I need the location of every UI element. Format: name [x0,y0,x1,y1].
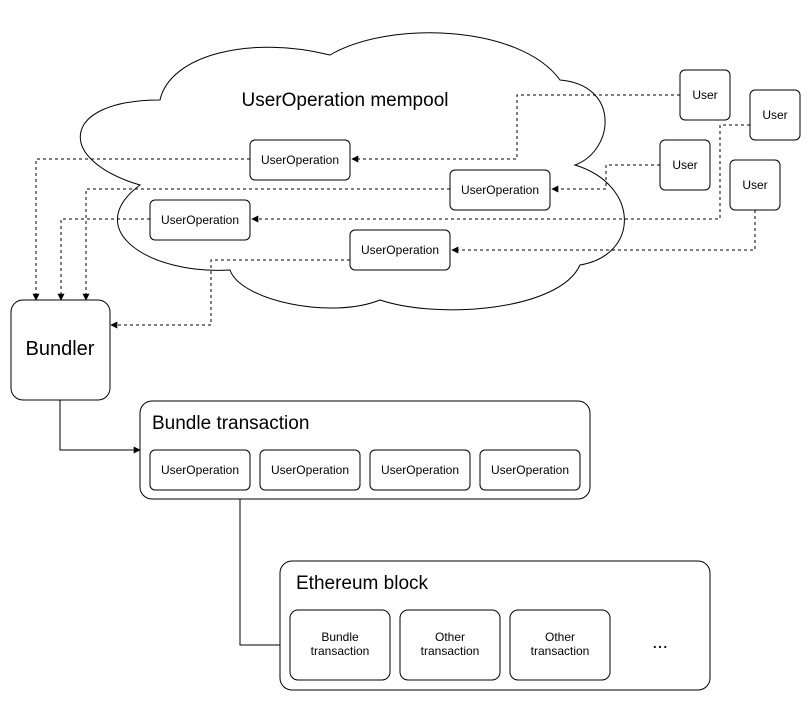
mempool-op-1: UserOperation [249,139,351,181]
user-4-label: User [742,178,767,192]
user-1-label: User [692,88,717,102]
user-submit-lines [251,94,756,254]
bundler-label: Bundler [26,338,95,360]
bundle-op-1-label: UserOperation [161,463,239,477]
block-item-3-line1: Other [545,630,575,644]
user-1-to-op-1-line [351,94,680,163]
user-3: User [659,139,711,191]
block-item-3-line2: transaction [531,644,590,658]
user-1: User [679,69,731,121]
bundle-op-3: UserOperation [369,449,471,491]
block-item-2-line1: Other [435,630,465,644]
mempool-op-2: UserOperation [449,169,551,211]
user-2-label: User [762,108,787,122]
bundler-to-bundle-line [59,400,141,454]
op-1-to-bundler-line [32,158,250,301]
bundle-to-block-line [239,499,291,649]
block-item-2-line2: transaction [421,644,480,658]
user-3-to-op-2-line [551,164,660,193]
user-4-to-op-4-line [451,210,756,254]
user-2-to-op-3-line [251,124,750,223]
mempool-op-4-label: UserOperation [361,243,439,257]
bundle-op-1: UserOperation [149,449,251,491]
bundle-op-2: UserOperation [259,449,361,491]
bundler-box: Bundler [10,299,111,401]
user-2: User [749,89,801,141]
bundle-transaction-title: Bundle transaction [152,413,309,434]
block-item-2: Other transaction [399,609,501,681]
bundler-collect-lines [32,158,450,329]
bundle-op-2-label: UserOperation [271,463,349,477]
block-item-1-line2: transaction [311,644,370,658]
bundle-op-4-label: UserOperation [491,463,569,477]
user-3-label: User [672,158,697,172]
op-2-to-bundler-line [82,188,450,301]
ethereum-block-box: Ethereum block Bundle transaction Other … [279,560,711,691]
bundle-op-3-label: UserOperation [381,463,459,477]
block-item-1-line1: Bundle [321,630,359,644]
block-item-1: Bundle transaction [289,609,391,681]
op-4-to-bundler-line [110,259,350,329]
mempool-op-2-label: UserOperation [461,183,539,197]
mempool-op-4: UserOperation [349,229,451,271]
mempool-op-3: UserOperation [149,199,251,241]
mempool-cloud: UserOperation mempool [80,32,625,311]
user-4: User [729,159,781,211]
ethereum-block-title: Ethereum block [296,573,429,594]
block-item-3: Other transaction [509,609,611,681]
bundle-op-4: UserOperation [479,449,581,491]
block-ellipsis: ... [652,632,668,653]
mempool-title: UserOperation mempool [242,90,449,111]
mempool-op-3-label: UserOperation [161,213,239,227]
mempool-op-1-label: UserOperation [261,153,339,167]
bundle-transaction-box: Bundle transaction UserOperation UserOpe… [139,400,591,500]
